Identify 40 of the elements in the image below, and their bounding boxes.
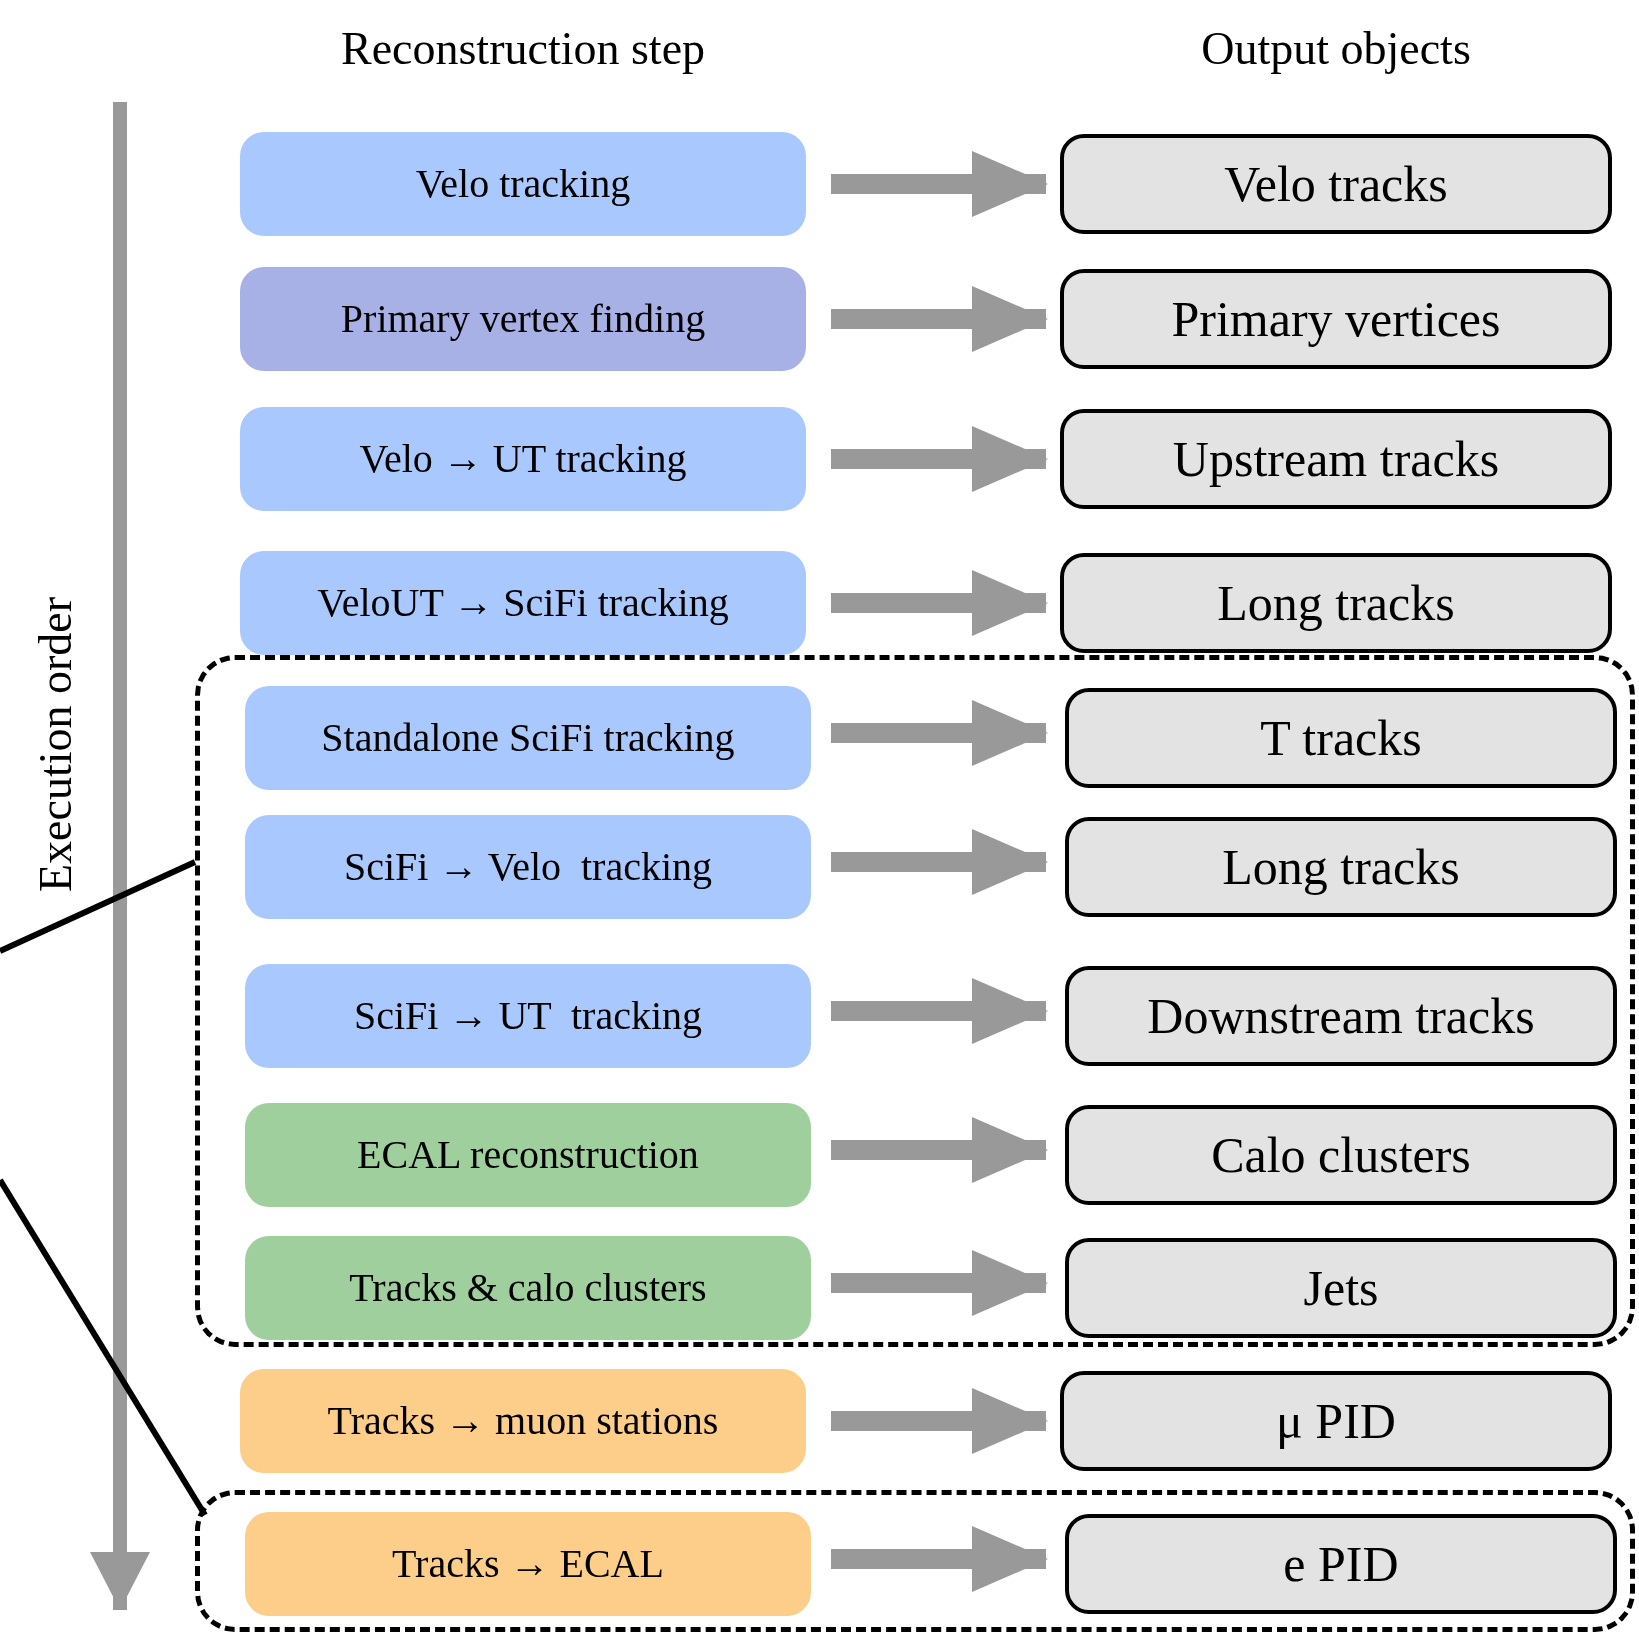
axis-label: Execution order — [28, 597, 82, 893]
output-box: Calo clusters — [1065, 1105, 1617, 1205]
arrow — [831, 1388, 1048, 1454]
output-box: Long tracks — [1065, 817, 1617, 917]
arrow — [831, 1526, 1048, 1592]
column-header: Output objects — [1200, 22, 1472, 76]
callout-line — [0, 1178, 208, 1517]
arrow — [831, 978, 1048, 1044]
output-box: T tracks — [1065, 688, 1617, 788]
arrow — [831, 151, 1048, 217]
step-box: Tracks & calo clusters — [245, 1236, 811, 1340]
output-box: Jets — [1065, 1238, 1617, 1338]
output-box: Primary vertices — [1060, 269, 1612, 369]
dashed-group-box — [195, 655, 1635, 1347]
arrow — [831, 829, 1048, 895]
arrow — [831, 570, 1048, 636]
column-header: Reconstruction step — [339, 22, 707, 76]
dashed-group-box — [195, 1490, 1635, 1632]
step-box: SciFi → Velo tracking — [245, 815, 811, 919]
callout-line — [0, 859, 197, 954]
arrow — [831, 700, 1048, 766]
step-box: Tracks → muon stations — [240, 1369, 806, 1473]
step-box: Tracks → ECAL — [245, 1512, 811, 1616]
step-box: Velo → UT tracking — [240, 407, 806, 511]
output-box: μ PID — [1060, 1371, 1612, 1471]
arrow — [831, 426, 1048, 492]
step-box: Standalone SciFi tracking — [245, 686, 811, 790]
arrow — [831, 1250, 1048, 1316]
step-box: Primary vertex finding — [240, 267, 806, 371]
output-box: Velo tracks — [1060, 134, 1612, 234]
output-box: Long tracks — [1060, 553, 1612, 653]
arrow — [831, 286, 1048, 352]
output-box: Upstream tracks — [1060, 409, 1612, 509]
output-box: e PID — [1065, 1514, 1617, 1614]
arrow — [831, 1117, 1048, 1183]
output-box: Downstream tracks — [1065, 966, 1617, 1066]
step-box: SciFi → UT tracking — [245, 964, 811, 1068]
step-box: ECAL reconstruction — [245, 1103, 811, 1207]
step-box: VeloUT → SciFi tracking — [240, 551, 806, 655]
step-box: Velo tracking — [240, 132, 806, 236]
